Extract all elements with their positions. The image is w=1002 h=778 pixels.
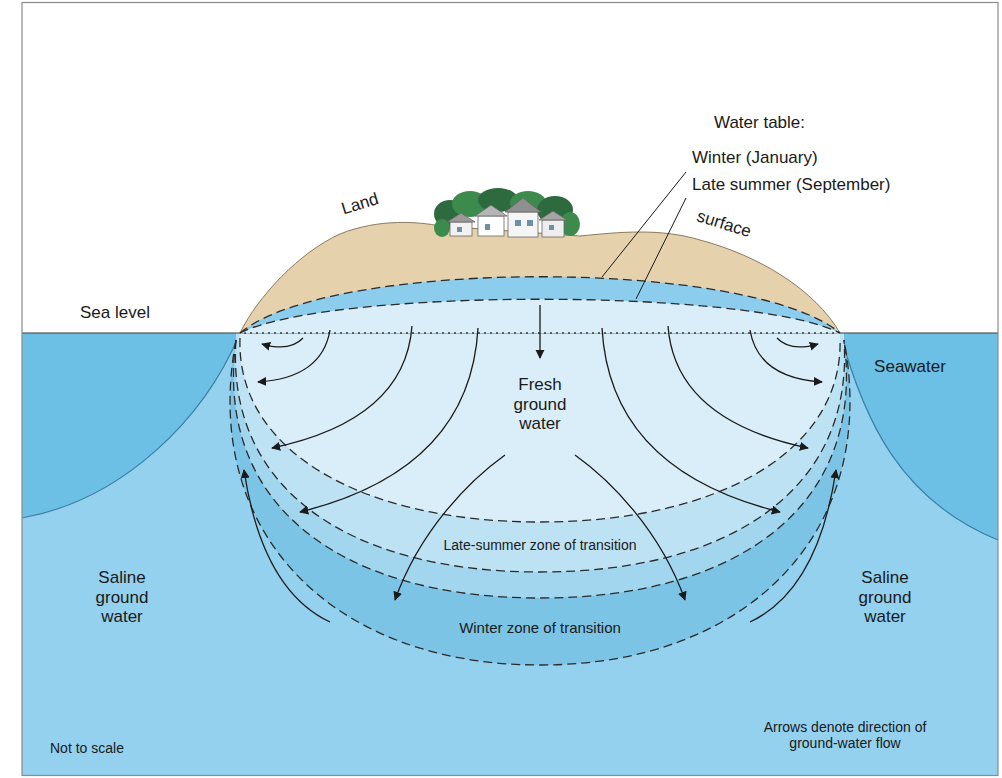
saline-ground-water [22, 333, 998, 775]
late-summer-transition-zone [235, 333, 844, 572]
note: Not to scale [50, 740, 124, 756]
transition-boundaries [230, 338, 850, 665]
sea-level-label: Sea level [80, 303, 150, 323]
transition-gap [234, 333, 847, 598]
note: Arrows denote direction of ground-water … [755, 719, 935, 751]
legend-heading: Water table: [714, 113, 805, 133]
flow-arrows [244, 305, 836, 622]
sea-floor [22, 333, 240, 518]
sea-surface [840, 332, 998, 333]
region-label: Saline ground water [845, 568, 925, 627]
sea-surface [22, 332, 240, 333]
zone-label: Late-summer zone of transition [444, 537, 637, 553]
leader-line [636, 198, 686, 299]
water-table-label: Winter (January) [692, 148, 818, 168]
region-label: Saline ground water [82, 568, 162, 627]
region-label: Fresh ground water [500, 375, 580, 434]
seawater-label: Seawater [874, 357, 946, 377]
zone-label: Winter zone of transition [459, 619, 621, 636]
fresh-ground-water [240, 333, 840, 522]
seawater-right [840, 333, 998, 540]
seawater-left [22, 333, 240, 518]
winter-transition-zone [230, 333, 850, 665]
sea-floor [840, 333, 998, 540]
village [434, 188, 580, 237]
frame [22, 3, 998, 776]
water-table-label: Late summer (September) [692, 175, 890, 195]
